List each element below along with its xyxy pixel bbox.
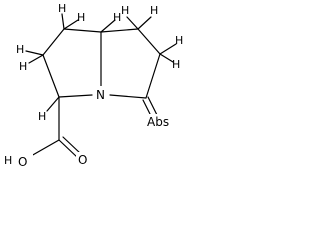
h-bond-c3a: [126, 16, 139, 30]
h-label-c6: H: [38, 110, 46, 123]
h-bond-c3b: [137, 16, 152, 30]
ketone-overlap-label: Abs: [147, 115, 169, 129]
h-bond-c2: [100, 19, 116, 33]
h-label-c3a: H: [121, 4, 129, 17]
bond-c6-c7: [42, 54, 60, 98]
heteroatom-labels: N O H O Abs: [4, 86, 174, 169]
h-label-c4b: H: [172, 58, 180, 71]
bond-c4-c5: [145, 53, 161, 99]
ring-bonds: [42, 28, 161, 99]
bond-c1-c2: [63, 28, 102, 33]
bond-n-c6: [58, 94, 93, 98]
carbonyl-oxygen-acid-label: O: [78, 153, 87, 167]
hydroxyl-h-label: H: [4, 154, 12, 167]
hydrogen-bonds: [25, 13, 177, 112]
h-label-c1b: H: [77, 11, 85, 24]
h-bond-c7a: [25, 50, 44, 56]
h-bond-c1a: [61, 13, 65, 30]
bond-c3-c4: [137, 28, 161, 55]
h-bond-c4a: [159, 43, 177, 55]
bond-c2-c3: [100, 28, 139, 33]
bond-c5-n: [109, 94, 147, 99]
h-label-c4a: H: [175, 34, 183, 47]
hydroxyl-oxygen-label: O: [18, 155, 27, 169]
bond-c5-o-2: [147, 96, 158, 116]
h-bond-c6: [46, 96, 60, 112]
h-bond-c4b: [159, 53, 174, 63]
h-bond-c7b: [28, 54, 44, 64]
h-label-c3b: H: [150, 4, 158, 17]
bond-cacid-o-2: [62, 136, 82, 155]
carboxyl-group: [23, 96, 82, 161]
h-label-c7a: H: [16, 43, 24, 56]
h-bond-c1b: [63, 19, 79, 30]
h-label-c1a: H: [58, 2, 66, 15]
hydrogen-labels: H H H H H H H H H H: [16, 2, 183, 123]
bond-c7-c1: [42, 28, 65, 56]
molecule-diagram: H H H H H H H H H H N O H O Abs: [4, 2, 183, 169]
nitrogen-label: N: [96, 88, 105, 102]
h-label-c2: H: [113, 11, 121, 24]
bond-cacid-o-1: [58, 139, 79, 159]
h-label-c7b: H: [19, 60, 27, 73]
